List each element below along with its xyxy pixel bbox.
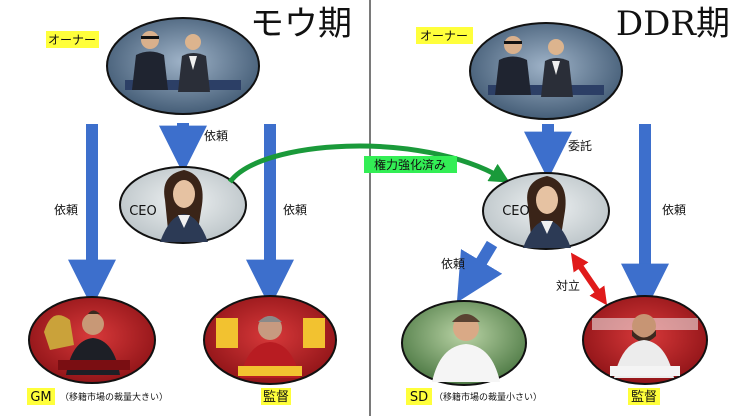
right-owner-photo	[469, 22, 623, 120]
left-edge-owner-coach-label: 依頼	[283, 202, 307, 217]
left-title: モウ期	[250, 4, 352, 44]
conflict-arrow	[570, 252, 608, 306]
left-owner-photo	[106, 17, 260, 115]
bridge-highlight	[364, 156, 457, 173]
right-coach-label: 監督	[631, 389, 657, 405]
right-coach-photo	[582, 295, 708, 385]
right-owner-highlight	[416, 27, 473, 44]
left-ceo-label: CEO	[129, 204, 157, 219]
left-owner-label: オーナー	[48, 33, 96, 47]
left-coach-label: 監督	[263, 389, 289, 405]
left-ceo-photo	[119, 166, 247, 244]
left-owner-highlight	[46, 31, 99, 48]
left-coach-highlight	[261, 388, 291, 405]
gm-note: （移籍市場の裁量大きい）	[60, 391, 168, 403]
right-edge-ceo-sd-label: 依頼	[441, 256, 465, 271]
right-edge-owner-ceo-label: 委託	[568, 138, 592, 153]
right-arrow-ceo-sd	[456, 240, 503, 303]
right-coach-highlight	[628, 388, 660, 405]
sd-photo	[401, 300, 527, 386]
right-ceo-photo	[482, 172, 610, 250]
left-edge-owner-ceo-label: 依頼	[204, 128, 228, 143]
left-gm-photo	[28, 296, 156, 384]
left-edge-owner-gm-label: 依頼	[54, 202, 78, 217]
sd-note: （移籍市場の裁量小さい）	[434, 391, 542, 403]
right-ceo-label: CEO	[502, 204, 530, 219]
right-title: DDR期	[616, 4, 730, 44]
right-edge-conflict-label: 対立	[556, 278, 580, 293]
sd-highlight	[406, 388, 432, 405]
gm-label: GM	[30, 390, 51, 405]
bridge-label: 権力強化済み	[374, 157, 446, 172]
right-edge-owner-coach-label: 依頼	[662, 202, 686, 217]
sd-label: SD	[410, 390, 428, 405]
left-coach-photo	[203, 295, 337, 385]
bridge-arrow	[227, 143, 510, 184]
right-owner-label: オーナー	[420, 29, 468, 43]
gm-highlight	[27, 388, 55, 405]
